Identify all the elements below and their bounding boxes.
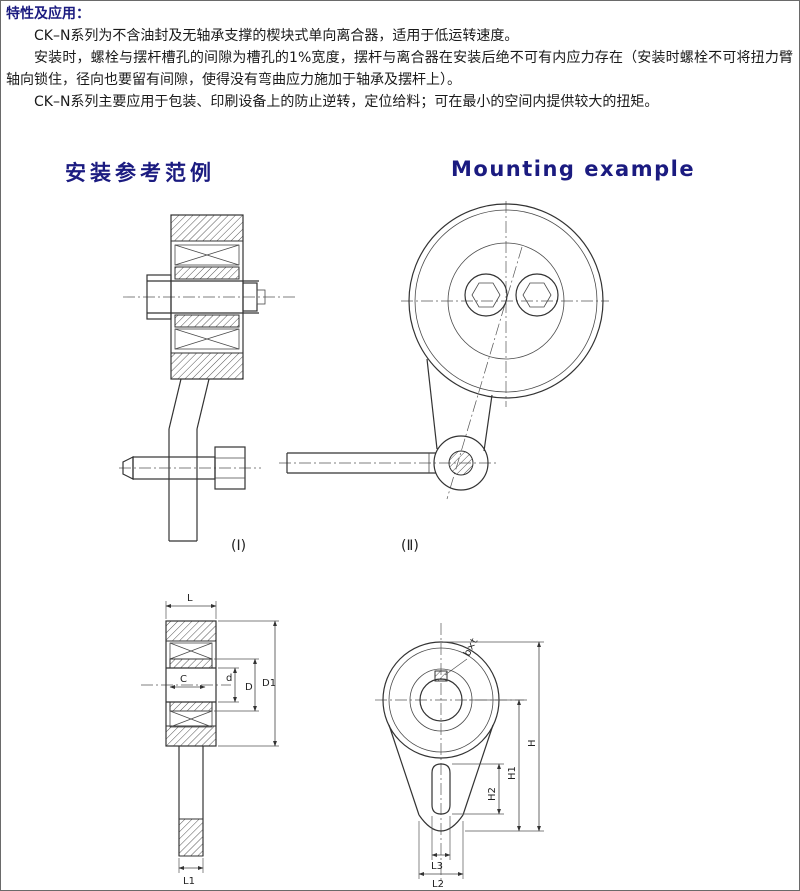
figure-installation-section [119, 214, 295, 542]
dim-label-H1: H1 [507, 766, 518, 780]
intro-paragraph-2: 安装时，螺栓与摆杆槽孔的间隙为槽孔的1%宽度，摆杆与离合器在安装后绝不可有内应力… [6, 50, 793, 88]
heading-mounting-example-zh: 安装参考范例 [65, 161, 215, 185]
dim-label-L: L [187, 593, 193, 604]
dim-label-H2: H2 [487, 787, 498, 801]
fig1-drawing [119, 214, 295, 542]
intro-text-block: 特性及应用： CK–N系列为不含油封及无轴承支撑的楔块式单向离合器，适用于低运转… [1, 1, 799, 113]
dim-label-L3: L3 [431, 861, 443, 872]
dim-right-drawing: b×t H2 H1 H L3 [375, 623, 544, 890]
section-title: 特性及应用： [6, 6, 90, 22]
dim-label-D: D [245, 682, 253, 693]
dim-label-L1: L1 [183, 876, 195, 887]
dim-label-d: d [226, 673, 232, 684]
dim-label-D1: D1 [262, 678, 276, 689]
figure-2-label: (Ⅱ) [401, 538, 419, 554]
figure-1-label: (Ⅰ) [231, 538, 247, 554]
heading-mounting-example-en: Mounting example [451, 157, 696, 181]
dim-label-C: C [180, 674, 187, 685]
figure-mounting-view [279, 201, 609, 500]
intro-paragraph-3: CK–N系列主要应用于包装、印刷设备上的防止逆转，定位给料；可在最小的空间内提供… [34, 94, 659, 110]
intro-paragraph-1: CK–N系列为不含油封及无轴承支撑的楔块式单向离合器，适用于低运转速度。 [34, 28, 519, 44]
fig2-drawing [279, 201, 609, 500]
dim-label-L2: L2 [432, 879, 444, 890]
dimension-drawing-section: L C d D D1 L1 [141, 593, 279, 887]
dim-left-drawing: L C d D D1 L1 [141, 593, 279, 887]
dimension-drawing-outline: b×t H2 H1 H L3 [375, 623, 544, 890]
dim-label-H: H [527, 739, 538, 747]
